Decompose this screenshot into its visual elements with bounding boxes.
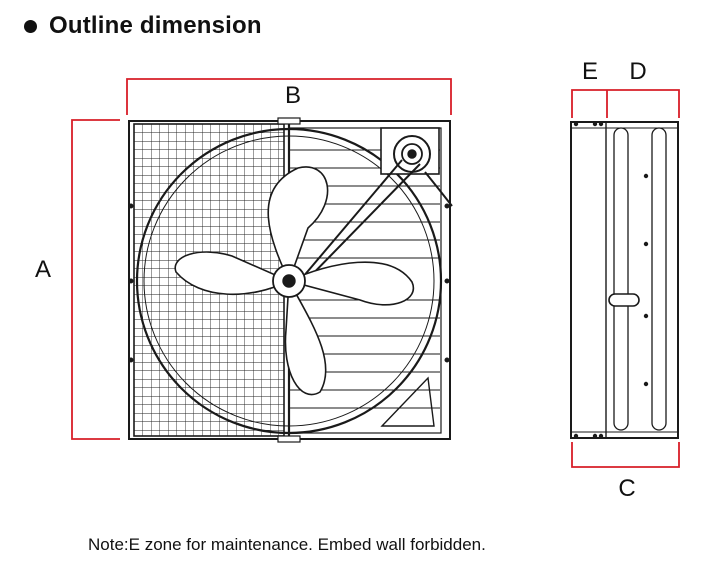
dimension-d-label: D: [629, 58, 647, 85]
blade-left: [174, 251, 291, 296]
section-heading: Outline dimension: [24, 12, 262, 40]
heading-text: Outline dimension: [49, 12, 262, 39]
blade-top: [267, 166, 329, 284]
bullet-icon: [24, 19, 37, 33]
side-frame: [570, 121, 679, 439]
blade-right: [286, 261, 415, 306]
side-handle: [608, 293, 640, 307]
dimension-b-label: B: [284, 82, 302, 109]
side-slot-left: [613, 127, 629, 431]
dimension-a-line: [71, 119, 120, 440]
dimension-lines: [71, 78, 680, 468]
maintenance-note: Note:E zone for maintenance. Embed wall …: [88, 535, 486, 554]
dimension-c-line: [571, 442, 680, 468]
dimension-b-line: [126, 78, 452, 115]
front-view: [128, 117, 453, 443]
dimension-e-label: E: [581, 58, 599, 85]
dimension-ed-line: [571, 89, 680, 118]
side-view: [570, 121, 679, 439]
dimension-c-label: C: [618, 475, 636, 502]
side-slot-right: [651, 127, 667, 431]
dimension-a-label: A: [34, 256, 52, 283]
blade-bottom: [284, 278, 327, 396]
